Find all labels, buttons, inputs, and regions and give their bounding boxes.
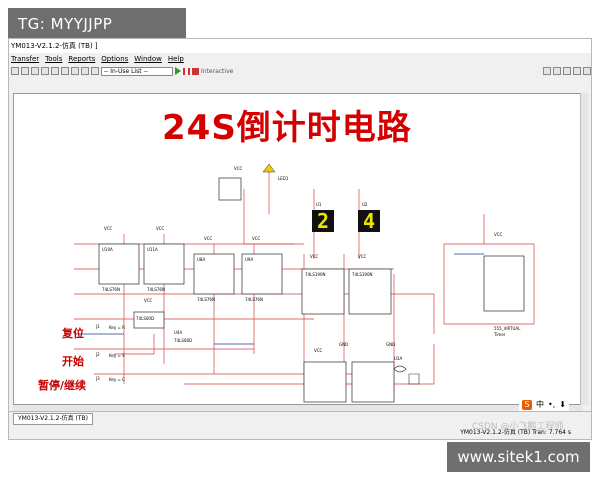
part-label: 555_VIRTUAL [494,326,521,331]
part-label: U1 [316,202,322,207]
zoom-in-icon[interactable] [543,67,551,75]
vcc-label: VCC [156,226,165,231]
schematic-canvas[interactable]: 24S倒计时电路 2 4 复位 开始 暂停/继续 Key = R Key = S… [13,93,583,405]
menu-tools[interactable]: Tools [45,55,63,63]
part-label: U4A [174,330,183,335]
key-pause[interactable]: Key = C [109,377,125,382]
sitek-watermark: www.sitek1.com [447,442,590,472]
stop-simulation-icon[interactable] [192,67,199,75]
label-pause-resume: 暂停/继续 [38,379,87,392]
ime-toolbar[interactable]: S 中 •, ⬇ [519,398,569,411]
menu-bar: Transfer Tools Reports Options Window He… [9,53,591,65]
menu-reports[interactable]: Reports [68,55,96,63]
part-label: Timer [494,332,506,337]
new-file-icon[interactable] [11,67,19,75]
ime-punctuation[interactable]: •, [548,400,556,409]
simulation-mode[interactable]: Interactive [201,67,234,75]
vcc-label: VCC [494,232,503,237]
run-simulation-icon[interactable] [175,67,181,75]
part-label: U9A [245,257,254,262]
part-label: 74LS76N [102,287,120,292]
zoom-area-icon[interactable] [563,67,571,75]
menu-options[interactable]: Options [101,55,129,63]
part-label: U10A [102,247,113,252]
zoom-out-icon[interactable] [553,67,561,75]
vcc-label: VCC [314,348,323,353]
part-label: J2 [96,352,100,357]
part-label: J3 [96,376,100,381]
csdn-watermark: CSDN @小飞鹏工程师 [472,422,564,432]
ime-chinese-mode[interactable]: 中 [536,400,544,409]
seven-segment-tens: 2 [312,210,334,232]
part-label: 74LS08D [174,338,193,343]
document-tab-bar: YM013-V2.1.2-仿真 (TB) [9,411,591,425]
ground-label: GND [386,342,396,347]
part-label: 74LS190N [352,272,373,277]
zoom-fit-icon[interactable] [573,67,581,75]
vcc-label: VCC [104,226,113,231]
status-text: YM013-V2.1.2-仿真 (TB) Tran: 7.764 s [460,429,571,436]
status-bar: YM013-V2.1.2-仿真 (TB) Tran: 7.764 s [9,427,591,439]
vcc-label: VCC [358,254,367,259]
schematic-title: 24S倒计时电路 [162,108,412,148]
key-start[interactable]: Key = S [109,353,125,358]
window-title: YM013-V2.1.2-仿真 (TB) ] [9,39,591,53]
part-label: U2 [362,202,368,207]
part-label: U3A [394,356,403,361]
vcc-label: VCC [144,298,153,303]
part-label: U8A [197,257,206,262]
open-file-icon[interactable] [21,67,29,75]
tg-watermark: TG: MYYJJPP [8,8,186,40]
tab-ym013[interactable]: YM013-V2.1.2-仿真 (TB) [13,413,94,425]
grapher-icon[interactable] [91,67,99,75]
toolbar: -- In-Use List -- Interactive [9,65,591,77]
paste-icon[interactable] [71,67,79,75]
in-use-list-select[interactable]: -- In-Use List -- [101,66,173,76]
vcc-label: VCC [204,236,213,241]
part-label: J1 [96,324,100,329]
part-label: LED1 [278,176,289,181]
vertical-scrollbar[interactable] [580,93,588,405]
sogou-ime-icon[interactable]: S [522,399,532,410]
menu-window[interactable]: Window [134,55,162,63]
fullscreen-icon[interactable] [583,67,591,75]
label-start: 开始 [62,355,84,368]
vcc-label: VCC [252,236,261,241]
part-label: U11A [147,247,158,252]
part-label: 74LS76N [245,297,263,302]
menu-transfer[interactable]: Transfer [11,55,40,63]
schematic-wiring [74,163,535,403]
label-reset: 复位 [62,327,84,340]
part-label: 74LS76N [197,297,215,302]
horizontal-scrollbar[interactable] [13,405,583,411]
key-reset[interactable]: Key = R [109,325,125,330]
pause-simulation-icon[interactable] [183,67,190,75]
ground-label: GND [339,342,349,347]
vcc-label: VCC [234,166,243,171]
cut-icon[interactable] [51,67,59,75]
component-icon[interactable] [81,67,89,75]
part-label: 74LS76N [147,287,165,292]
part-label: 74LS190N [305,272,326,277]
vcc-label: VCC [310,254,319,259]
application-window: YM013-V2.1.2-仿真 (TB) ] Transfer Tools Re… [8,38,592,440]
print-icon[interactable] [41,67,49,75]
ime-menu[interactable]: ⬇ [559,400,566,409]
menu-help[interactable]: Help [167,55,184,63]
part-label: 74LS00D [136,316,155,321]
copy-icon[interactable] [61,67,69,75]
seven-segment-units: 4 [358,210,380,232]
save-icon[interactable] [31,67,39,75]
